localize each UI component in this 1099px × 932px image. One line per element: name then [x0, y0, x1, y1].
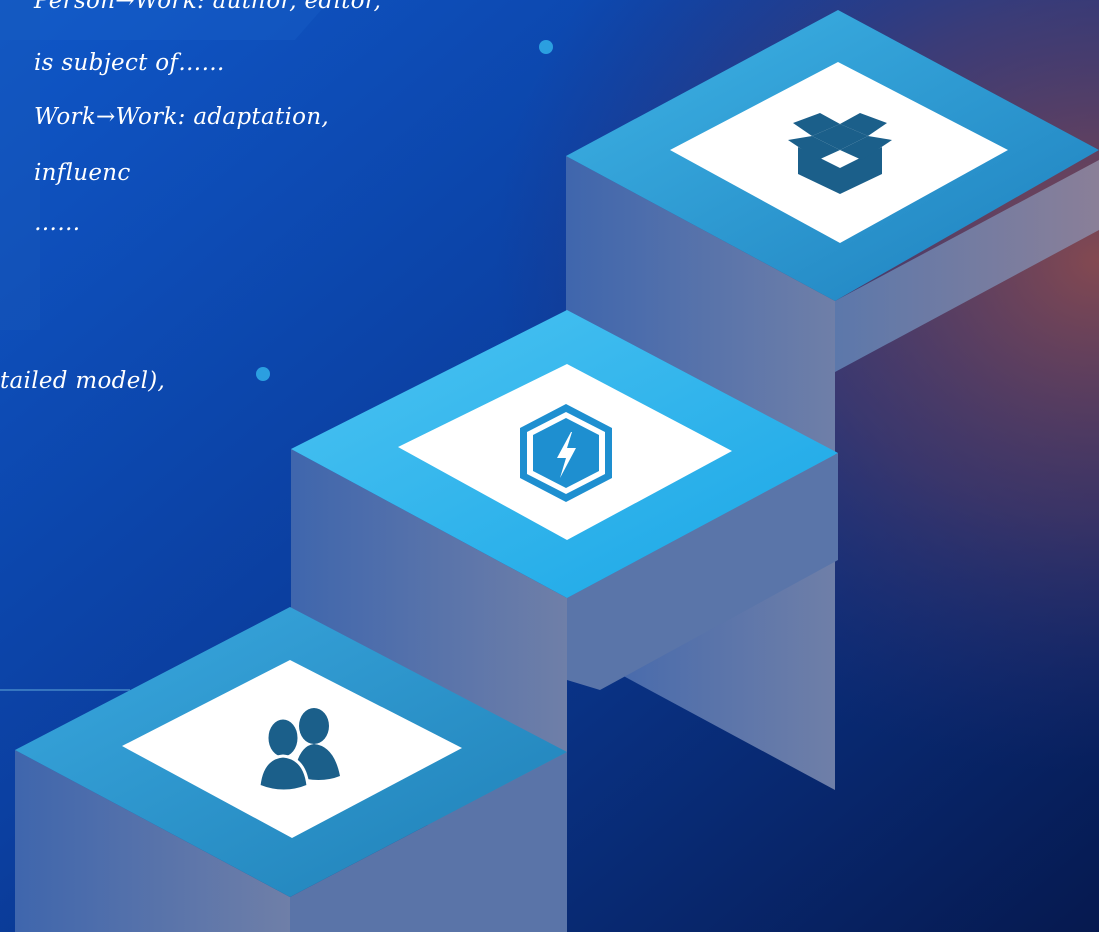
- connector-dot: [256, 367, 270, 381]
- annotation-line-4: influenc: [34, 160, 131, 186]
- annotation-line-3: Work→Work: adaptation,: [34, 104, 330, 130]
- background-panel: [0, 0, 330, 40]
- step-bottom-riser: [290, 752, 567, 932]
- background-strip: [0, 0, 40, 330]
- annotation-line-1: Person→Work: author, editor,: [34, 0, 382, 14]
- connector-top: [539, 40, 770, 54]
- step-top-riser: [835, 160, 1099, 372]
- annotation-middle: tailed model),: [0, 368, 166, 394]
- connector-dot: [539, 40, 553, 54]
- step-middle-riser: [567, 453, 838, 690]
- lightning-hexagon-icon: [520, 404, 612, 502]
- step-top-panel: [670, 62, 1008, 243]
- step-bottom-side-face: [15, 750, 290, 932]
- users-icon: [257, 708, 340, 793]
- connector-middle: [256, 367, 455, 381]
- annotation-line-5: ……: [34, 210, 81, 236]
- step-bottom: [15, 607, 567, 932]
- annotation-line-2: is subject of……: [34, 50, 225, 76]
- open-box-icon: [788, 113, 892, 194]
